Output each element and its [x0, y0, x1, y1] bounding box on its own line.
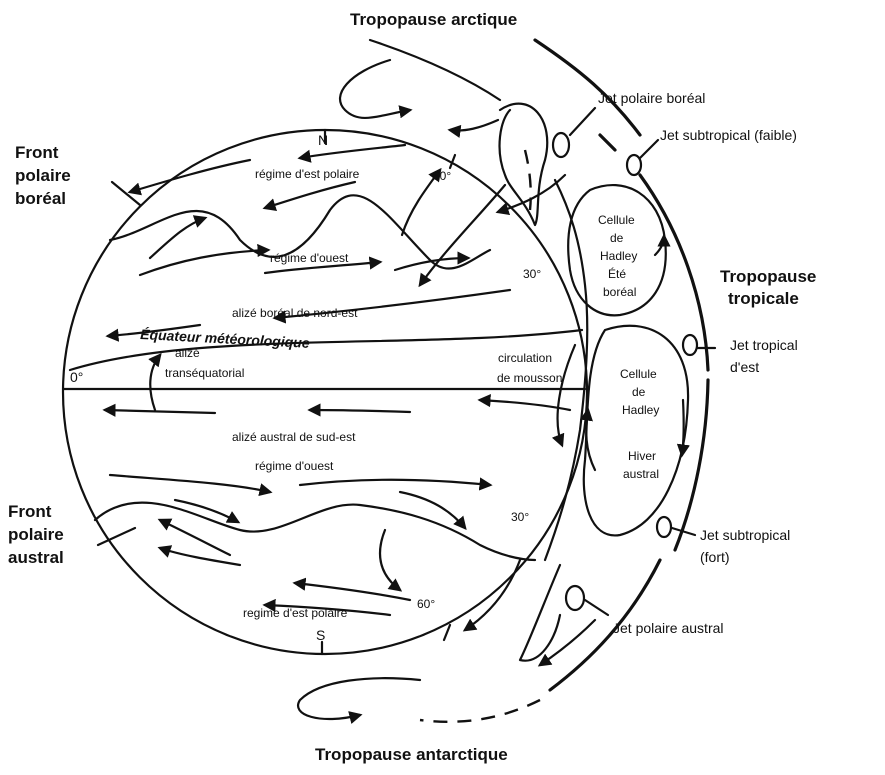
- lat-30s-label: 30°: [511, 510, 529, 524]
- north-label: N: [318, 132, 328, 148]
- winter-loop-arrow: [586, 410, 595, 470]
- lat-60s-label: 60°: [417, 597, 435, 611]
- alize-boreal: alizé boréal de nord-est: [232, 306, 358, 320]
- title-tropopause-antarctique: Tropopause antarctique: [315, 745, 508, 764]
- wind-arrow: [150, 218, 205, 258]
- wind-arrow: [380, 530, 400, 590]
- front-boreal-2: polaire: [15, 166, 71, 185]
- south-label: S: [316, 627, 325, 643]
- jet-tropical-est-label-2: d'est: [730, 359, 759, 375]
- lat-60s-tick: [444, 625, 450, 640]
- regime-est-polaire-s: regime d'est polaire: [243, 606, 348, 620]
- jet-polaire-boreal-marker: [553, 133, 569, 157]
- wind-arrow: [295, 583, 410, 600]
- front-boreal-3: boréal: [15, 189, 66, 208]
- arctic-tropopause: [535, 40, 640, 135]
- jet-polaire-austral-marker: [566, 586, 584, 610]
- alize-trans-2: transéquatorial: [165, 366, 244, 380]
- circulation-2: de mousson: [497, 371, 562, 385]
- wind-arrow: [300, 480, 490, 485]
- regime-ouest-s: régime d'ouest: [255, 459, 334, 473]
- jet-subtropical-fort-label-1: Jet subtropical: [700, 527, 790, 543]
- title-tropopause-tropicale-1: Tropopause: [720, 267, 816, 286]
- shell-left-arc: [370, 40, 500, 100]
- north-polar-loop: [340, 60, 410, 118]
- tropical-tropopause-s: [675, 380, 708, 550]
- hadley-summer-arrow: [655, 236, 664, 255]
- jet-subtropical-fort-marker: [657, 517, 671, 537]
- hadley-summer-line5: boréal: [603, 285, 636, 299]
- hadley-winter-line3: Hadley: [622, 403, 659, 417]
- lat-30n-label: 30°: [523, 267, 541, 281]
- regime-est-polaire-n: régime d'est polaire: [255, 167, 360, 181]
- south-polar-loop: [298, 678, 420, 719]
- south-ferrel-loop: [520, 565, 560, 661]
- front-austral-2: polaire: [8, 525, 64, 544]
- wind-arrow: [310, 410, 410, 412]
- equator-deg-label: 0°: [70, 369, 83, 385]
- title-tropopause-arctique: Tropopause arctique: [350, 10, 517, 29]
- hadley-summer-line4: Été: [608, 266, 626, 281]
- labels: Tropopause arctique Tropopause antarctiq…: [8, 10, 816, 764]
- hadley-winter-cell: [584, 326, 688, 536]
- hadley-summer-line3: Hadley: [600, 249, 637, 263]
- wind-arrow: [480, 400, 570, 410]
- wind-arrow: [300, 145, 405, 158]
- wind-arrow: [558, 345, 575, 445]
- leader-line: [585, 600, 608, 615]
- title-tropopause-tropicale-2: tropicale: [728, 289, 799, 308]
- hadley-winter-arrow: [682, 400, 684, 455]
- jet-subtropical-faible-label: Jet subtropical (faible): [660, 127, 797, 143]
- front-boreal-1: Front: [15, 143, 59, 162]
- jet-tropical-est-label-1: Jet tropical: [730, 337, 798, 353]
- hadley-winter-line4: Hiver: [628, 449, 656, 463]
- wind-arrow: [160, 548, 240, 565]
- circulation-1: circulation: [498, 351, 552, 365]
- arctic-tropopause-dash: [600, 135, 615, 150]
- north-ferrel-loop: [500, 104, 548, 225]
- hadley-winter-line5: austral: [623, 467, 659, 481]
- wind-arrow: [130, 160, 250, 192]
- front-austral-3: austral: [8, 548, 64, 567]
- wind-arrow: [420, 185, 505, 285]
- hadley-summer-line2: de: [610, 231, 624, 245]
- alize-austral: alizé austral de sud-est: [232, 430, 356, 444]
- antarctic-tropopause-dash: [420, 700, 540, 722]
- wind-arrow: [160, 520, 230, 555]
- leader-line: [112, 182, 140, 205]
- wind-arrow: [150, 355, 160, 410]
- hadley-winter-line1: Cellule: [620, 367, 657, 381]
- wind-arrow: [105, 410, 215, 413]
- alize-trans-1: alizé: [175, 346, 200, 360]
- lat-60n-label: 60°: [433, 169, 451, 183]
- wind-arrow: [110, 475, 270, 492]
- hadley-winter-line2: de: [632, 385, 646, 399]
- north-ferrel-arrow: [450, 120, 498, 131]
- hadley-summer-line1: Cellule: [598, 213, 635, 227]
- tropical-tropopause-n: [640, 175, 708, 370]
- wind-arrow: [140, 250, 268, 275]
- jet-polaire-austral-label: Jet polaire austral: [613, 620, 724, 636]
- leader-line: [570, 108, 595, 135]
- jet-subtropical-fort-label-2: (fort): [700, 549, 730, 565]
- front-polaire-austral-line: [95, 503, 535, 560]
- jet-tropical-est-marker: [683, 335, 697, 355]
- jet-polaire-boreal-label: Jet polaire boréal: [598, 90, 705, 106]
- wind-arrow: [465, 560, 520, 630]
- leader-line: [640, 140, 658, 158]
- jet-markers: [98, 108, 715, 615]
- wind-arrow: [265, 182, 355, 208]
- regime-ouest-n: régime d'ouest: [270, 251, 349, 265]
- front-austral-1: Front: [8, 502, 52, 521]
